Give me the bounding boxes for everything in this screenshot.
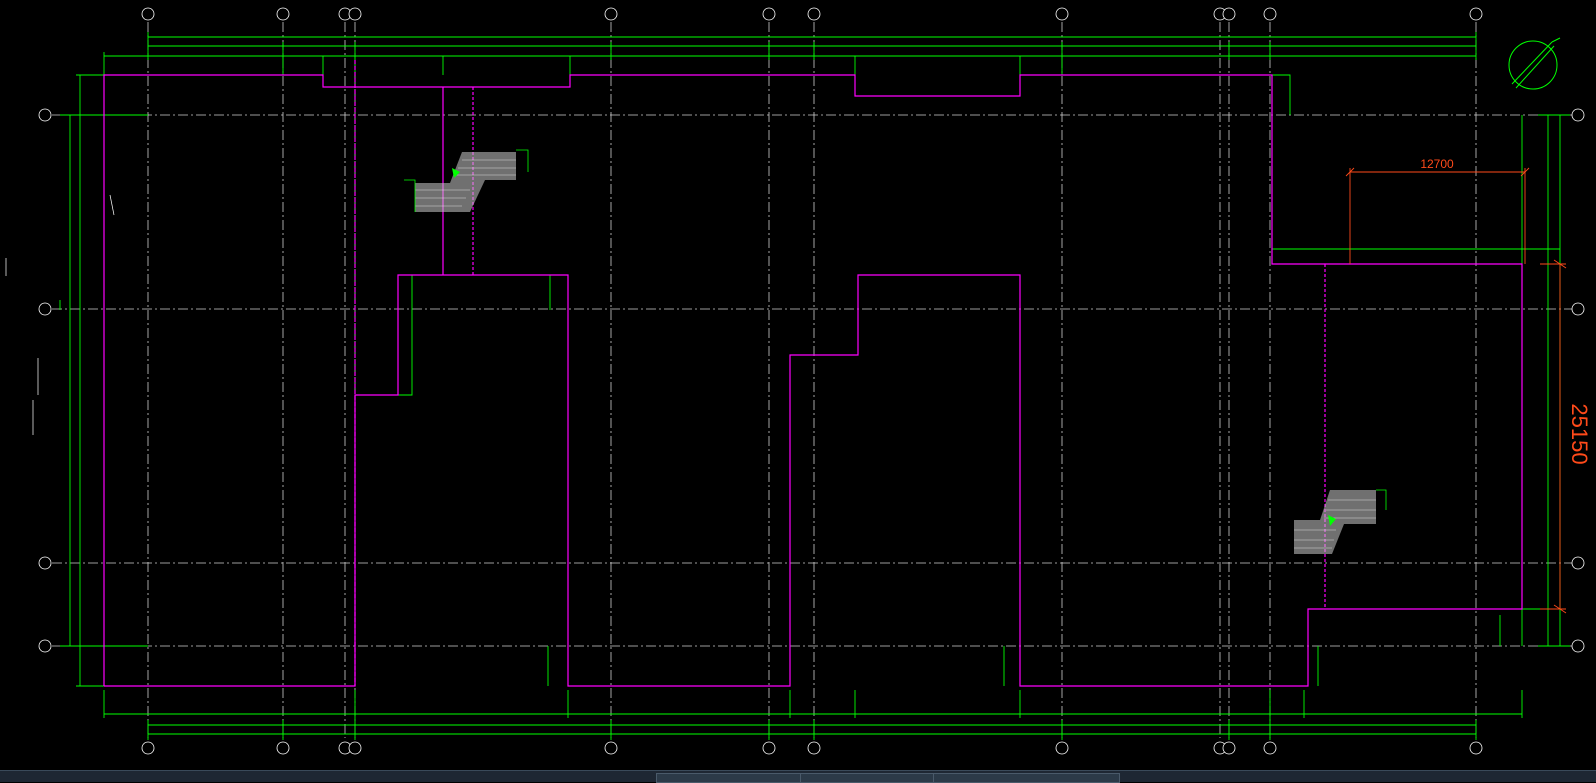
status-bar [0,770,1596,783]
dimension-height-label: 25150 [1567,403,1592,464]
axis-bubble-bottom [604,741,618,755]
axis-bubble-top [348,7,362,21]
axis-bubble-top [1263,7,1277,21]
axis-bubble-top [1222,7,1236,21]
dimension-width-label: 12700 [1420,157,1454,171]
axis-bubble-top [1055,7,1069,21]
axis-bubble-bottom [141,741,155,755]
axis-bubble-top [141,7,155,21]
axis-bubble-right [1571,108,1585,122]
north-arrow-icon [1508,37,1561,90]
building-outline [103,60,1523,687]
axis-bubble-bottom [1222,741,1236,755]
dimension-chains [59,32,1570,740]
axis-bubble-top [1469,7,1483,21]
vertical-axis-lines [147,22,1477,738]
horizontal-axis-lines [52,114,1572,647]
axis-bubble-left [38,556,52,570]
status-segment [800,773,934,783]
stair-detail-upper [404,149,529,212]
axis-bubble-right [1571,556,1585,570]
left-annotations [5,194,115,435]
axis-bubble-bottom [762,741,776,755]
axis-bubble-bottom [1263,741,1277,755]
axis-bubble-left [38,639,52,653]
axis-bubble-bottom [276,741,290,755]
axis-bubbles [38,7,1585,755]
axis-bubble-bottom [1469,741,1483,755]
axis-bubble-bottom [807,741,821,755]
axis-bubble-top [276,7,290,21]
axis-bubble-bottom [1055,741,1069,755]
highlight-dimension-height [1540,259,1567,614]
stair-detail-lower [1294,489,1387,554]
axis-bubble-top [604,7,618,21]
axis-bubble-right [1571,302,1585,316]
highlight-dimension-width [1345,167,1530,264]
axis-bubble-bottom [348,741,362,755]
axis-bubble-left [38,108,52,122]
axis-bubble-left [38,302,52,316]
axis-bubble-top [807,7,821,21]
axis-bubble-right [1571,639,1585,653]
axis-bubble-top [762,7,776,21]
